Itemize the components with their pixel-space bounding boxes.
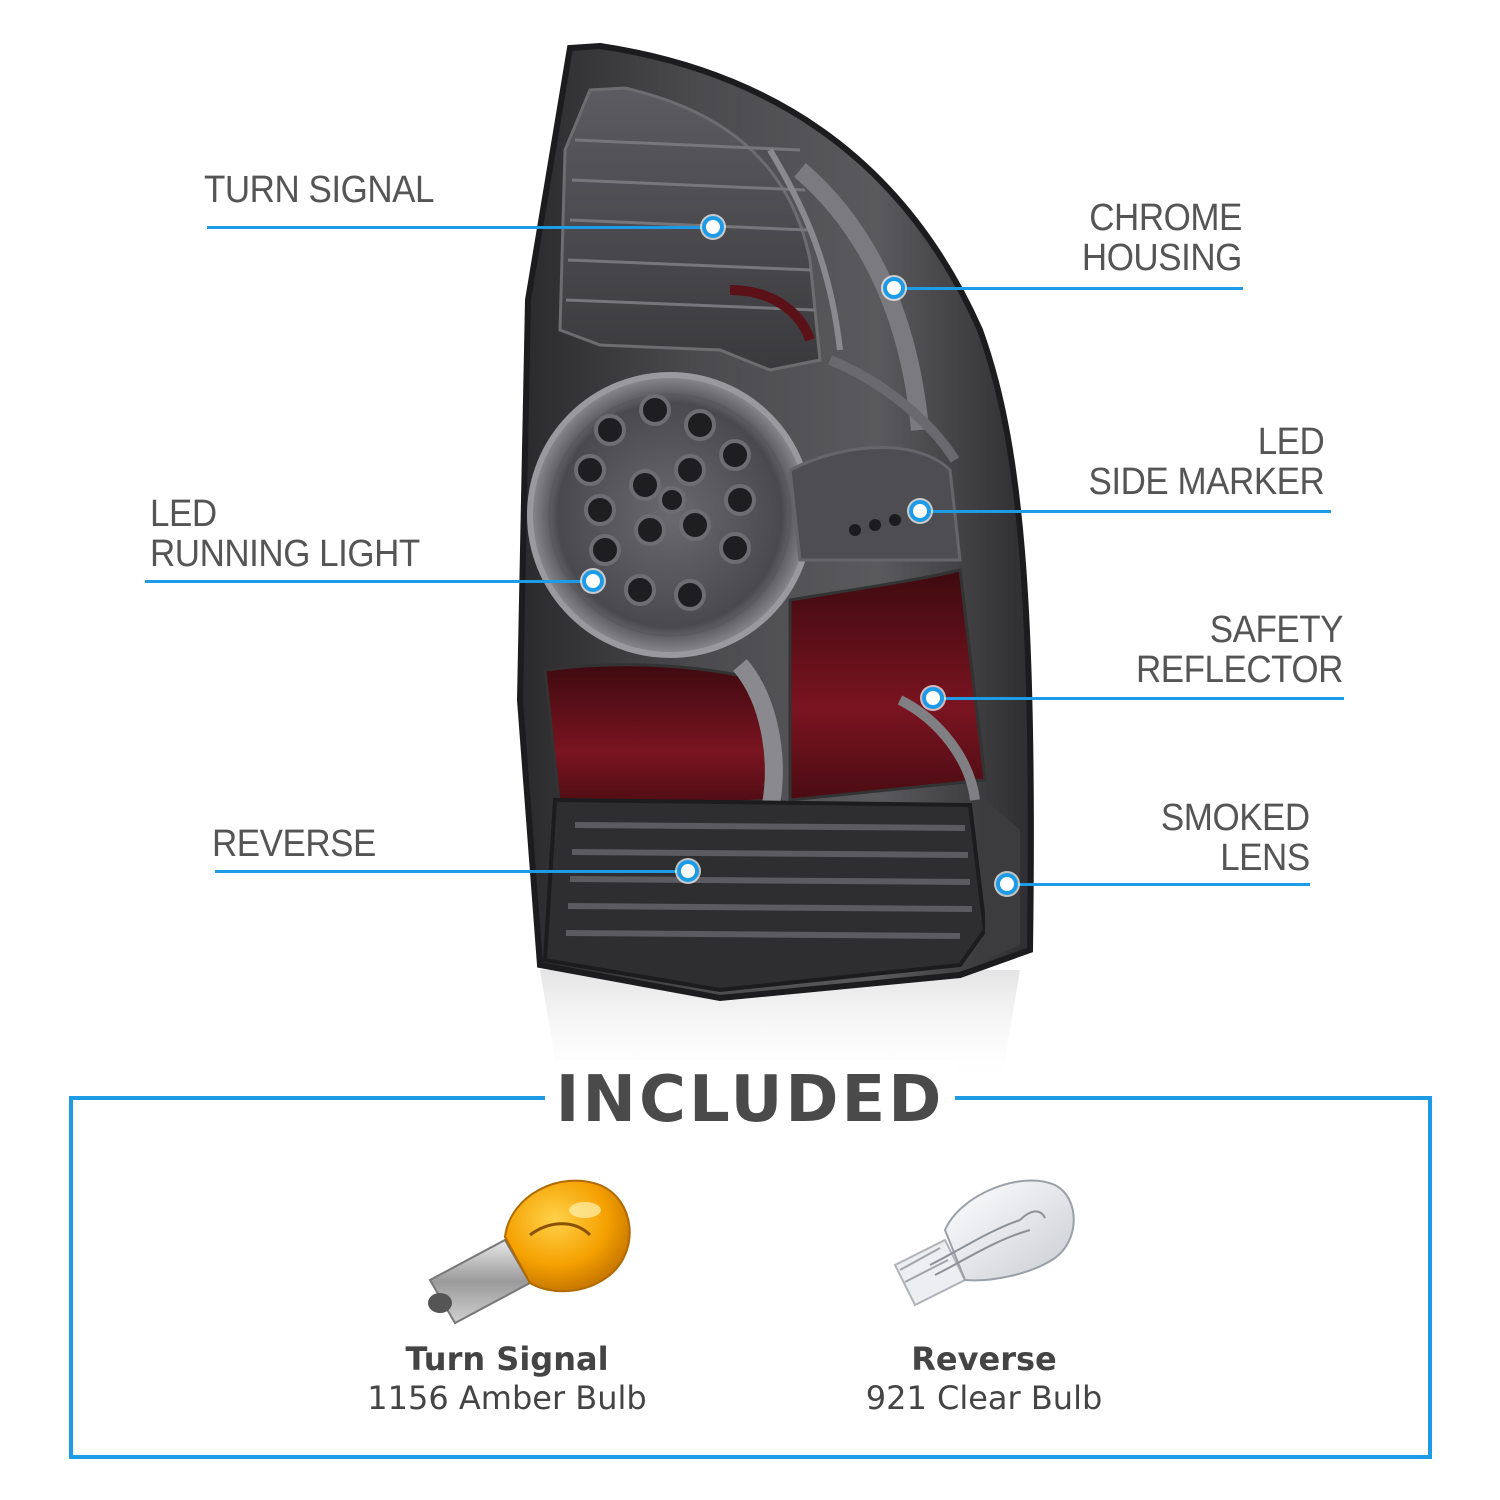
callout-smoked-lens-line-2: LENS	[1220, 837, 1311, 879]
included-box	[69, 1096, 1432, 1459]
callout-smoked-lens-line-1: SMOKED	[1161, 797, 1310, 839]
leader-safety-reflector	[932, 697, 1344, 700]
caption-turn-signal-title: Turn Signal	[405, 1340, 609, 1378]
callout-reverse-line-1: REVERSE	[212, 823, 376, 865]
callout-led-side-marker-line-1: LED	[1257, 421, 1324, 463]
included-title: INCLUDED	[545, 1060, 955, 1140]
leader-smoked-lens	[1007, 883, 1310, 886]
marker-led-side-marker	[909, 500, 931, 522]
caption-reverse-bulb: Reverse 921 Clear Bulb	[804, 1340, 1164, 1418]
callout-turn-signal-line-1: TURN SIGNAL	[204, 169, 434, 211]
callout-chrome-housing-line-1: CHROME	[1089, 197, 1242, 239]
leader-chrome-housing	[893, 287, 1243, 290]
leader-led-running-light	[145, 580, 593, 583]
marker-turn-signal	[702, 216, 724, 238]
callout-led-side-marker-line-2: SIDE MARKER	[1088, 461, 1324, 503]
marker-smoked-lens	[996, 873, 1018, 895]
marker-chrome-housing	[883, 277, 905, 299]
callout-safety-reflector: SAFETY REFLECTOR	[1136, 610, 1343, 690]
callout-led-running-light: LED RUNNING LIGHT	[150, 494, 420, 574]
clear-bulb-image	[893, 1179, 1075, 1307]
marker-led-running-light	[582, 570, 604, 592]
callout-led-running-light-line-2: RUNNING LIGHT	[150, 533, 420, 575]
leader-led-side-marker	[919, 510, 1331, 513]
marker-safety-reflector	[922, 687, 944, 709]
caption-turn-signal-subtitle: 1156 Amber Bulb	[367, 1379, 647, 1417]
leader-reverse	[215, 870, 690, 873]
marker-reverse	[677, 860, 699, 882]
callout-safety-reflector-line-2: REFLECTOR	[1136, 649, 1343, 691]
callout-led-running-light-line-1: LED	[150, 493, 217, 535]
callout-reverse: REVERSE	[212, 824, 376, 864]
caption-reverse-subtitle: 921 Clear Bulb	[865, 1379, 1103, 1417]
callout-smoked-lens: SMOKED LENS	[1161, 798, 1310, 878]
callout-led-side-marker: LED SIDE MARKER	[1088, 422, 1324, 502]
caption-reverse-title: Reverse	[911, 1340, 1057, 1378]
caption-turn-signal-bulb: Turn Signal 1156 Amber Bulb	[327, 1340, 687, 1418]
amber-bulb-image	[428, 1179, 631, 1325]
callout-chrome-housing-line-2: HOUSING	[1082, 237, 1242, 279]
callout-chrome-housing: CHROME HOUSING	[1082, 198, 1242, 278]
callout-turn-signal: TURN SIGNAL	[204, 170, 434, 210]
callout-safety-reflector-line-1: SAFETY	[1209, 609, 1344, 651]
leader-turn-signal	[207, 226, 713, 229]
